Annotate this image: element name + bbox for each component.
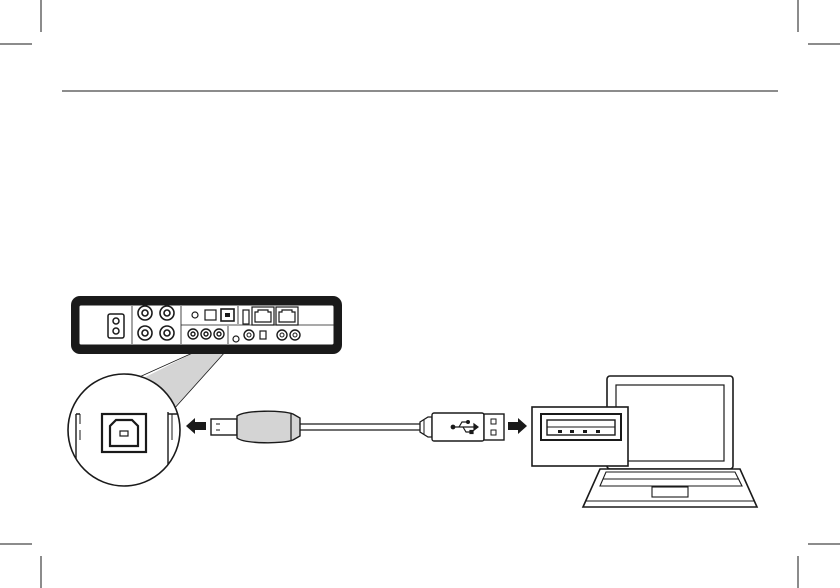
power-inlet (108, 314, 124, 338)
magnifier-circle (68, 374, 180, 490)
reset-button (192, 312, 198, 318)
usb-a-port (532, 407, 628, 466)
usb-a-to-usb-b-cable (211, 411, 504, 443)
usb-b-plug (211, 411, 300, 443)
arrow-left-icon (186, 418, 206, 434)
arrow-right-icon (508, 418, 527, 434)
usb-a-port-small (243, 310, 249, 324)
usb-a-plug (420, 413, 504, 441)
receiver-rear-panel (71, 296, 342, 354)
optical-port (205, 310, 216, 320)
rca-jacks (188, 329, 224, 339)
